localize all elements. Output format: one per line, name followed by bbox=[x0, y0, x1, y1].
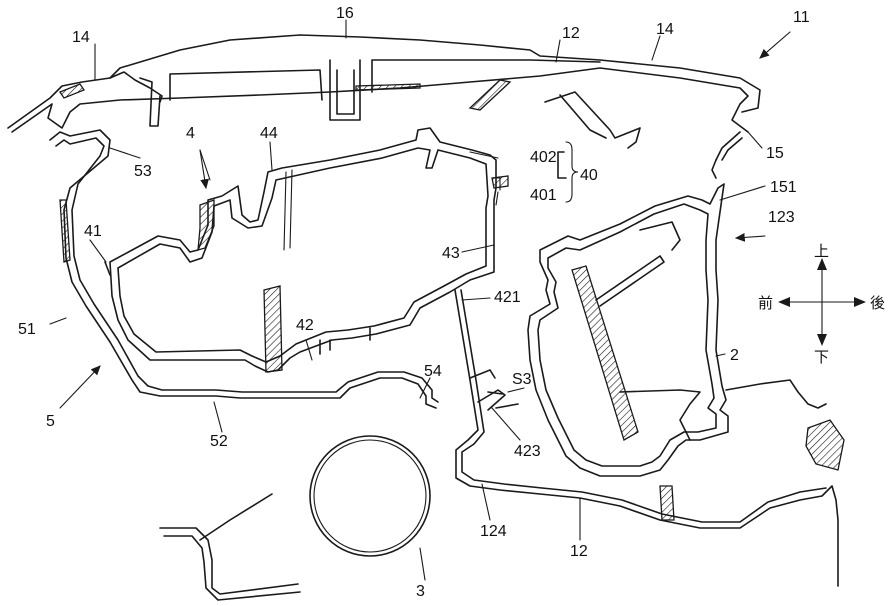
label-3: 3 bbox=[416, 583, 425, 600]
direction-rear: 後 bbox=[870, 294, 885, 312]
label-151: 151 bbox=[770, 179, 797, 196]
arrow-rear-icon bbox=[854, 297, 866, 307]
label-12-top: 12 bbox=[562, 25, 580, 42]
label-2: 2 bbox=[730, 347, 739, 364]
label-40: 40 bbox=[580, 167, 598, 184]
roof-panel bbox=[7, 34, 761, 149]
label-124: 124 bbox=[480, 523, 507, 540]
label-15: 15 bbox=[766, 145, 784, 162]
direction-compass: 上 下 前 後 bbox=[758, 242, 885, 366]
direction-front: 前 bbox=[758, 294, 773, 312]
pillar-trim-5 bbox=[49, 129, 439, 409]
label-44: 44 bbox=[260, 125, 278, 142]
label-423: 423 bbox=[514, 443, 541, 460]
label-4: 4 bbox=[186, 125, 195, 142]
brace-40 bbox=[565, 141, 579, 203]
reference-arrows bbox=[59, 31, 791, 409]
label-402: 402 bbox=[530, 149, 557, 166]
label-54: 54 bbox=[424, 363, 442, 380]
arrow-front-icon bbox=[778, 297, 790, 307]
label-421: 421 bbox=[494, 289, 521, 306]
label-14-left: 14 bbox=[72, 29, 90, 46]
label-123: 123 bbox=[768, 209, 795, 226]
arrow-down-icon bbox=[817, 334, 827, 346]
airbag-module-4 bbox=[104, 127, 509, 373]
label-12-bottom: 12 bbox=[570, 543, 588, 560]
label-41: 41 bbox=[84, 223, 102, 240]
label-42: 42 bbox=[296, 317, 314, 334]
label-43: 43 bbox=[442, 245, 460, 262]
label-401: 401 bbox=[530, 187, 557, 204]
arrow-up-icon bbox=[817, 258, 827, 270]
label-5: 5 bbox=[46, 413, 55, 430]
label-S3: S3 bbox=[512, 371, 532, 388]
component-3 bbox=[309, 435, 431, 557]
bracket-lower-left bbox=[159, 493, 301, 601]
leader-lines bbox=[49, 19, 766, 581]
rear-garnish-2 bbox=[527, 131, 845, 477]
direction-down: 下 bbox=[814, 348, 829, 366]
label-14-right: 14 bbox=[656, 21, 674, 38]
lower-body-12 bbox=[454, 289, 839, 587]
reference-labels: 11 12 14 14 16 15 4 44 53 41 402 401 40 … bbox=[18, 5, 810, 600]
label-11: 11 bbox=[793, 9, 810, 26]
label-51: 51 bbox=[18, 321, 36, 338]
direction-up: 上 bbox=[814, 242, 829, 260]
label-53: 53 bbox=[134, 163, 152, 180]
label-16: 16 bbox=[336, 5, 354, 22]
label-52: 52 bbox=[210, 433, 228, 450]
